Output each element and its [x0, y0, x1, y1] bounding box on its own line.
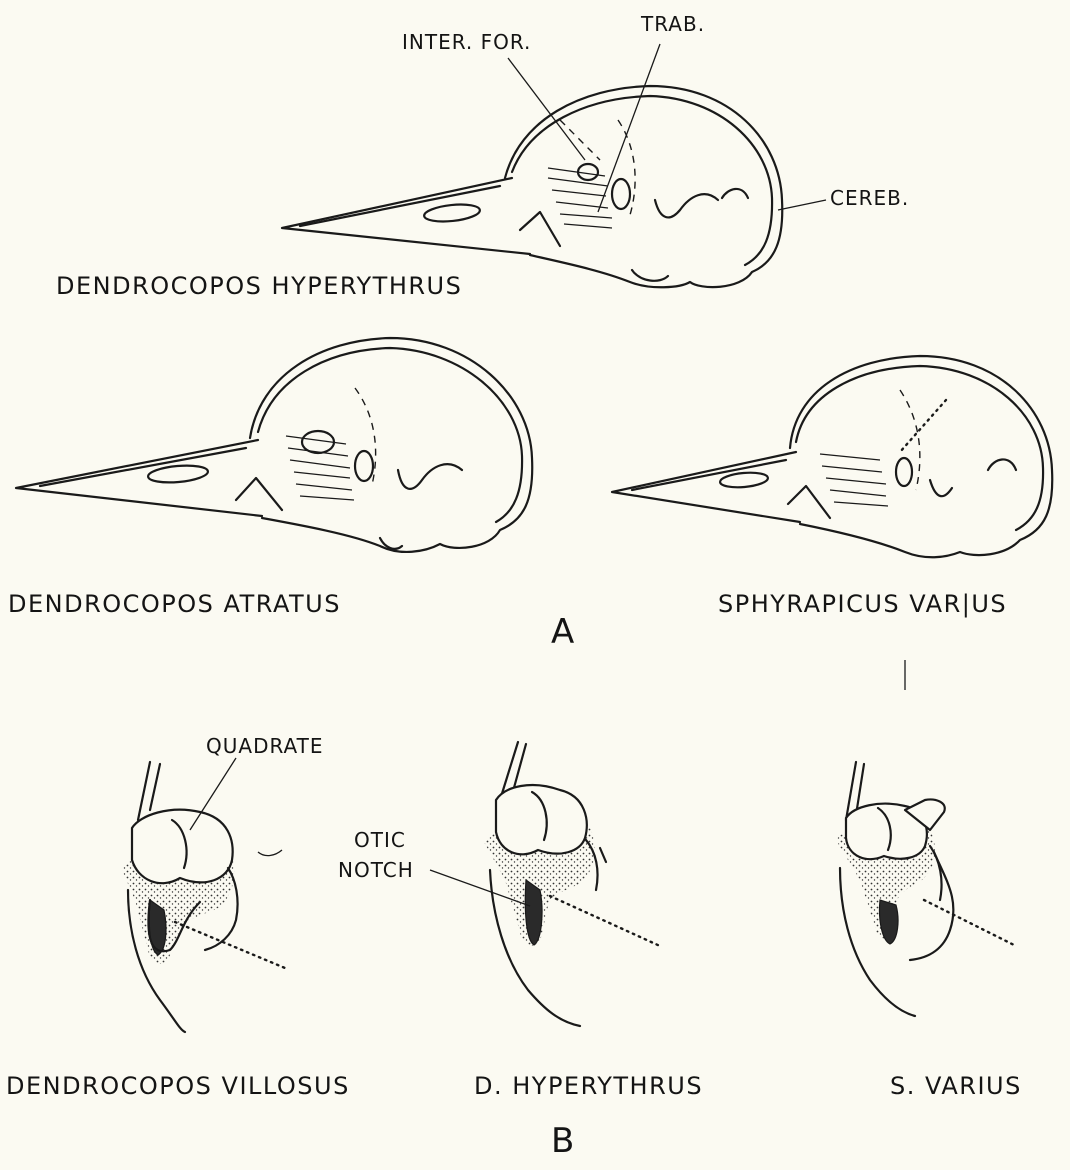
- skull-dendrocopos-atratus: [16, 338, 532, 552]
- skull-sphyrapicus-varius: [612, 356, 1052, 557]
- skull-dendrocopos-hyperythrus: [282, 86, 782, 287]
- species-b-left: DENDROCOPOS VILLOSUS: [6, 1074, 350, 1098]
- label-inter-for: INTER. FOR.: [402, 32, 531, 52]
- species-b-right: S. VARIUS: [890, 1074, 1022, 1098]
- species-b-middle: D. HYPERYTHRUS: [474, 1074, 703, 1098]
- label-quadrate: QUADRATE: [206, 736, 324, 756]
- quadrate-s-varius: [836, 762, 1016, 1016]
- label-cereb: CEREB.: [830, 188, 909, 208]
- species-right: SPHYRAPICUS VAR|US: [718, 592, 1007, 616]
- quadrate-d-hyperythrus: [484, 742, 660, 1026]
- cereb-leader: [778, 200, 826, 210]
- panel-a-letter: A: [551, 615, 574, 649]
- stray-mark: [258, 850, 282, 856]
- species-top: DENDROCOPOS HYPERYTHRUS: [56, 274, 462, 298]
- species-left: DENDROCOPOS ATRATUS: [8, 592, 341, 616]
- label-trab: TRAB.: [641, 14, 705, 34]
- quadrate-dendrocopos-villosus: [122, 762, 285, 1032]
- panel-b-letter: B: [551, 1124, 574, 1158]
- label-notch: NOTCH: [338, 860, 414, 880]
- label-otic: OTIC: [354, 830, 406, 850]
